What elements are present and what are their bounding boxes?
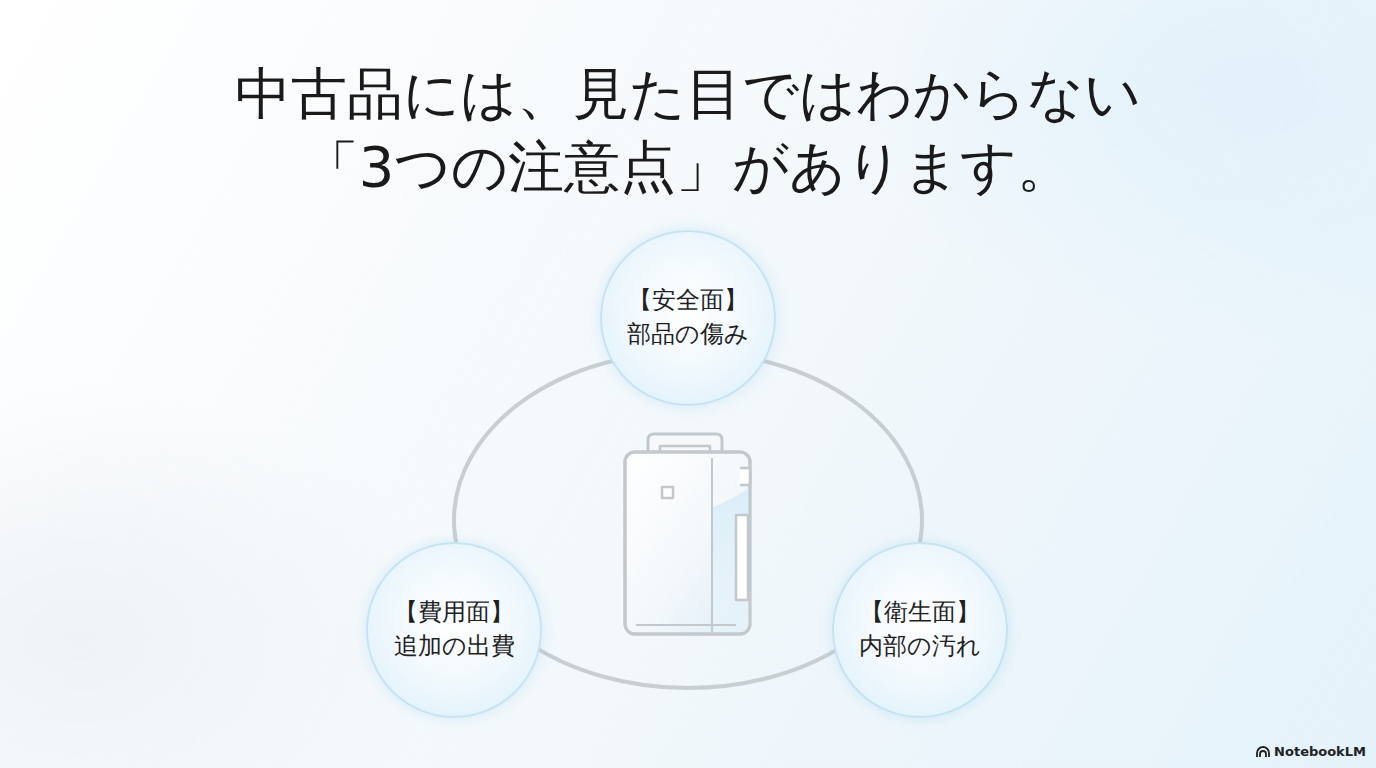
humidifier-illustration [625, 434, 752, 634]
watermark-icon [1256, 746, 1270, 758]
topic-body: 内部の汚れ [859, 630, 981, 664]
topic-heading: 【費用面】 [394, 596, 514, 630]
topic-circle: 【費用面】追加の出費 [366, 542, 542, 718]
topic-body: 部品の傷み [627, 318, 749, 352]
topic-body: 追加の出費 [394, 630, 515, 664]
watermark-text: NotebookLM [1274, 744, 1366, 759]
topic-heading: 【衛生面】 [860, 596, 980, 630]
topic-circle: 【安全面】部品の傷み [600, 230, 776, 406]
watermark: NotebookLM [1256, 744, 1366, 759]
slide-title: 中古品には、見た目ではわからない 「3つの注意点」があります。 [229, 58, 1147, 204]
topic-heading: 【安全面】 [628, 284, 748, 318]
topic-circle: 【衛生面】内部の汚れ [832, 542, 1008, 718]
